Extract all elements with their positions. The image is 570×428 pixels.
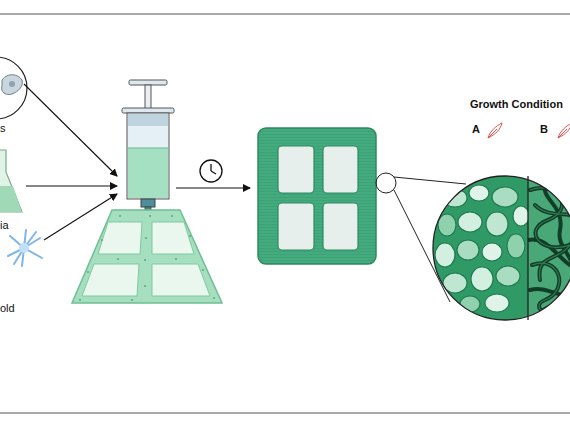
condition-letter: B [540,123,548,135]
input-label: s [0,122,6,134]
magnified-view [430,170,570,330]
art-circle [376,173,396,193]
art-circle [149,215,151,217]
art-circle [87,271,89,273]
art-path [2,75,23,95]
art-path [0,186,22,212]
art-circle [202,269,204,271]
condition-letter: A [472,123,480,135]
art-ellipse [460,296,480,312]
art-circle [0,57,27,119]
art-path [72,210,222,303]
art-line [394,177,466,184]
art-line [26,185,117,186]
art-circle [171,215,173,217]
art-line [176,187,250,188]
art-circle [144,285,146,287]
time-arrow [176,160,250,188]
art-circle [131,299,133,301]
art-circle [79,299,81,301]
art-rect [323,146,358,193]
art-path [530,188,570,247]
art-path [535,205,570,280]
art-ellipse [485,294,509,312]
art-g [528,182,570,320]
art-circle [101,239,103,241]
art-line [127,148,169,149]
art-ellipse [486,212,508,236]
feather-icon [558,123,570,138]
art-rect [323,203,358,250]
art-line [24,84,117,176]
syringe [122,80,174,214]
feather-icon [488,123,502,138]
art-path [98,222,142,254]
art-rect [128,114,168,126]
art-path [152,264,210,296]
art-ellipse [469,185,489,201]
panel-heading: Growth Condition [470,98,563,110]
art-path [0,150,22,212]
art-ellipse [492,187,518,207]
art-circle [144,259,146,261]
matured-scaffold [258,128,376,264]
art-circle [189,235,191,237]
art-circle [175,258,177,260]
art-path [82,264,139,296]
art-line [210,164,211,171]
art-circle [117,258,119,260]
printed-lattice [72,210,222,303]
scaffold-burst [8,230,42,266]
art-circle [145,237,147,239]
art-ellipse [438,214,456,236]
art-rect [278,203,314,250]
fibrous-structure [528,170,570,330]
art-ellipse [435,243,455,267]
input-arrows [24,84,117,240]
art-rect [127,113,169,199]
art-rect [528,170,570,330]
art-rect [122,108,174,113]
art-rect [128,148,168,198]
art-ellipse [513,206,528,226]
cells-icon [0,57,27,119]
art-circle [213,297,215,299]
art-path [152,222,194,254]
art-ellipse [496,266,520,286]
art-rect [430,170,528,330]
top-rule [0,14,570,15]
input-label: ia [0,219,9,231]
zoom-circle [433,176,570,320]
art-ellipse [471,267,493,291]
art-ellipse [458,212,482,232]
art-rect [129,80,167,85]
art-circle [19,243,29,253]
art-rect [278,146,314,193]
art-ellipse [482,243,502,261]
art-ellipse [507,234,525,258]
bottom-rule [0,413,570,414]
art-circle [200,160,222,182]
art-line [211,171,216,174]
porous-structure [430,170,528,330]
art-circle [119,215,121,217]
art-circle [9,81,15,87]
art-rect [141,199,155,207]
art-ellipse [457,240,479,260]
art-g [79,215,215,301]
input-label: old [0,302,15,314]
media-flask [0,150,22,212]
divider-line [527,176,528,320]
art-rect [258,128,376,264]
art-ellipse [443,189,467,207]
